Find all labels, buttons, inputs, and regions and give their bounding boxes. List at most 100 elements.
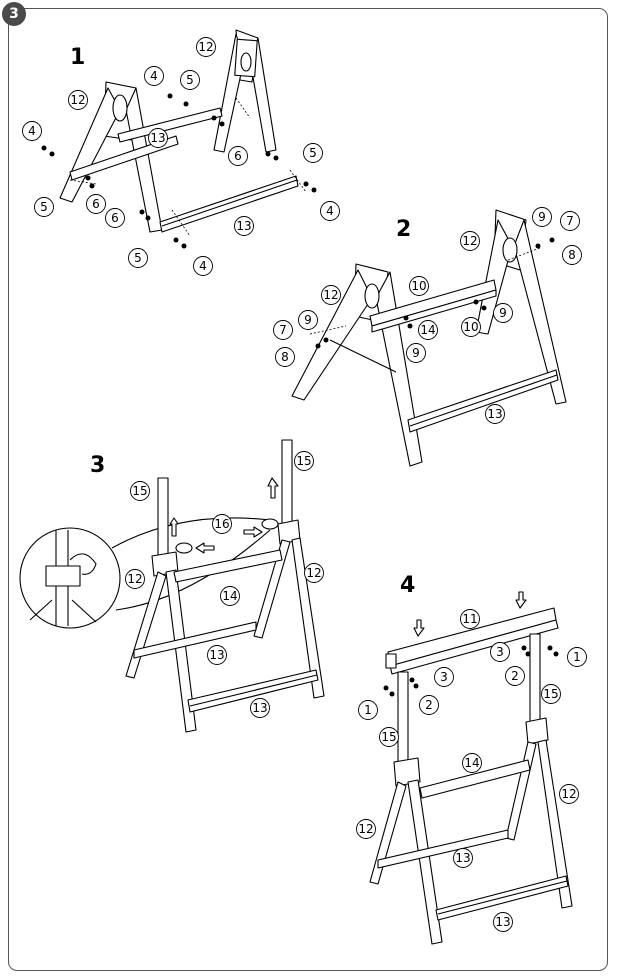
svg-text:13: 13 [487,407,502,421]
callout: 13 [485,404,505,424]
svg-text:8: 8 [281,350,289,364]
callout: 4 [144,66,164,86]
svg-text:7: 7 [566,214,574,228]
callout: 2 [419,695,439,715]
svg-text:9: 9 [499,306,507,320]
callout: 10 [461,317,481,337]
callout: 6 [228,146,248,166]
callout: 16 [212,514,232,534]
step-1-label: 1 [70,45,85,70]
callout: 12 [68,90,88,110]
callout: 8 [275,347,295,367]
page-number-badge: 3 [2,2,26,26]
svg-text:15: 15 [381,730,396,744]
svg-text:11: 11 [462,612,477,626]
step-3-label: 3 [90,453,105,478]
svg-text:13: 13 [455,851,470,865]
callout: 7 [560,211,580,231]
callout: 12 [196,37,216,57]
svg-text:1: 1 [573,650,581,664]
callout: 12 [321,285,341,305]
svg-text:13: 13 [495,915,510,929]
callout: 8 [562,245,582,265]
callout: 1 [358,700,378,720]
svg-text:7: 7 [279,323,287,337]
svg-text:5: 5 [134,251,142,265]
svg-text:4: 4 [199,259,207,273]
callout: 7 [273,320,293,340]
svg-text:5: 5 [309,146,317,160]
step-4-figure [369,591,573,945]
svg-text:9: 9 [412,346,420,360]
callout: 12 [125,569,145,589]
svg-text:13: 13 [150,131,165,145]
callout: 4 [320,201,340,221]
right-arrow-icon [243,526,263,538]
svg-text:2: 2 [511,669,519,683]
callout: 13 [493,912,513,932]
callout: 5 [180,70,200,90]
callout: 15 [294,451,314,471]
callout: 13 [148,128,168,148]
callout: 15 [379,727,399,747]
svg-text:12: 12 [561,787,576,801]
callout: 15 [541,684,561,704]
step-1-figure [41,29,317,249]
svg-text:13: 13 [252,701,267,715]
svg-text:12: 12 [462,234,477,248]
callout: 3 [490,642,510,662]
svg-text:10: 10 [463,320,478,334]
svg-text:6: 6 [92,197,100,211]
svg-text:4: 4 [326,204,334,218]
svg-text:12: 12 [70,93,85,107]
svg-text:12: 12 [358,822,373,836]
step-2-label: 2 [396,217,411,242]
down-arrow-icon [515,591,527,609]
svg-text:12: 12 [198,40,213,54]
svg-text:9: 9 [538,210,546,224]
callout: 4 [193,256,213,276]
callout: 12 [304,563,324,583]
svg-text:9: 9 [304,313,312,327]
callout: 5 [34,197,54,217]
svg-text:6: 6 [111,211,119,225]
callout: 14 [220,586,240,606]
svg-text:14: 14 [222,589,237,603]
callout: 9 [493,303,513,323]
svg-text:16: 16 [214,517,229,531]
callout: 5 [303,143,323,163]
svg-text:12: 12 [127,572,142,586]
callout: 14 [462,753,482,773]
svg-text:5: 5 [40,200,48,214]
leg [375,271,423,467]
callout: 10 [409,276,429,296]
callout: 6 [86,194,106,214]
svg-text:6: 6 [234,149,242,163]
svg-text:14: 14 [420,323,435,337]
step-2-figure [291,209,567,467]
callout: 4 [22,121,42,141]
svg-text:4: 4 [28,124,36,138]
callout: 5 [128,248,148,268]
up-arrow-icon [169,517,179,537]
callout: 11 [460,609,480,629]
callout: 6 [105,208,125,228]
callout: 13 [250,698,270,718]
svg-text:12: 12 [306,566,321,580]
callout: 12 [460,231,480,251]
callout: 2 [505,666,525,686]
up-arrow-icon [267,477,279,499]
callout: 9 [298,310,318,330]
callout: 14 [418,320,438,340]
callout: 15 [130,481,150,501]
left-arrow-icon [195,542,215,554]
svg-text:3: 3 [496,645,504,659]
leg [513,219,567,405]
callout: 13 [453,848,473,868]
svg-text:1: 1 [364,703,372,717]
svg-text:15: 15 [296,454,311,468]
svg-text:8: 8 [568,248,576,262]
svg-text:4: 4 [150,69,158,83]
svg-text:2: 2 [425,698,433,712]
